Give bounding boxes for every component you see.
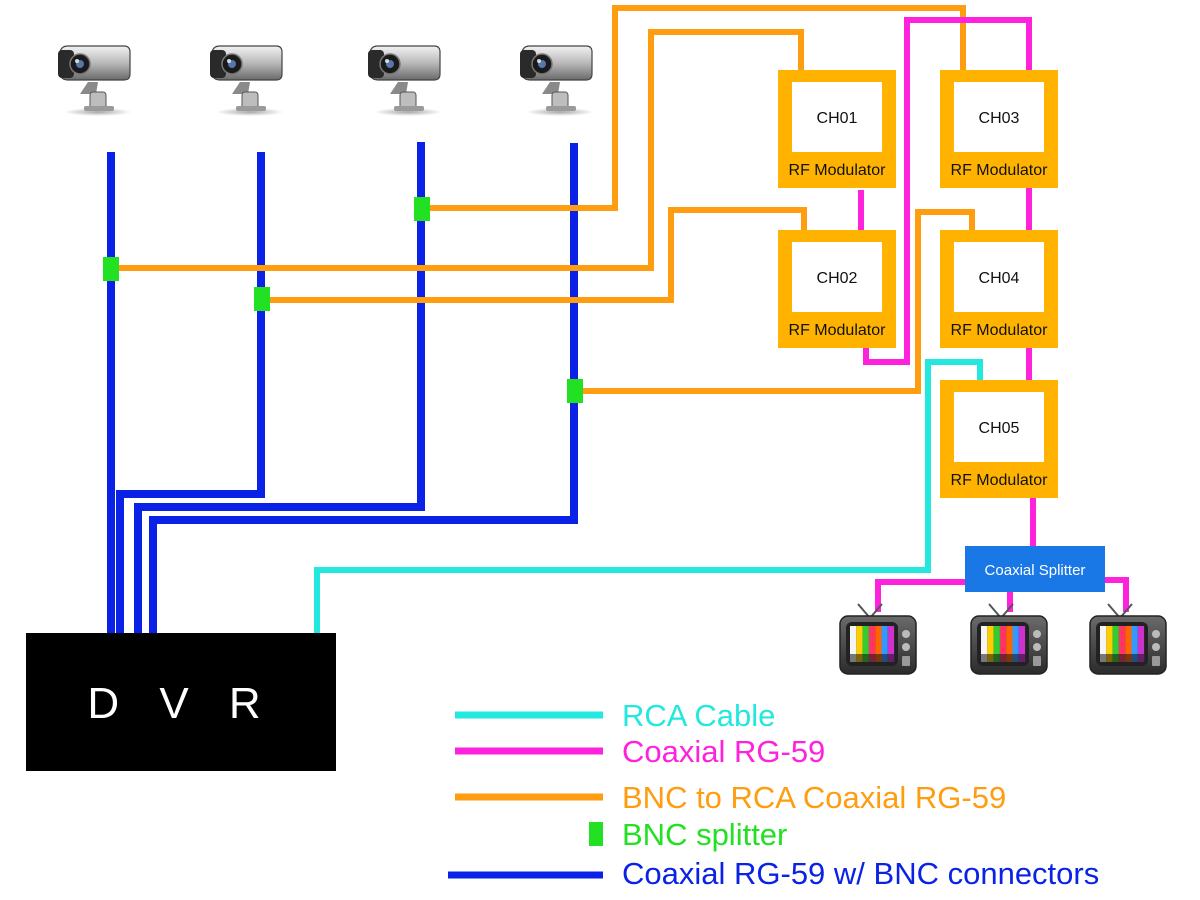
legend-bnc-rca-label: BNC to RCA Coaxial RG-59 bbox=[622, 780, 1006, 815]
rca-cable bbox=[314, 359, 983, 633]
coaxial-splitter: Coaxial Splitter bbox=[965, 546, 1105, 592]
camera-2-cable bbox=[116, 152, 265, 635]
television-1-icon bbox=[839, 603, 917, 675]
legend-bnc-splitter-label: BNC splitter bbox=[622, 817, 787, 852]
splitter-tv3-link bbox=[1102, 577, 1129, 612]
rf-modulator-ch01: CH01 RF Modulator bbox=[778, 70, 896, 188]
modulator-label: RF Modulator bbox=[789, 162, 887, 179]
rf-modulator-ch03: CH03 RF Modulator bbox=[940, 70, 1058, 188]
bnc-splitter-3 bbox=[414, 197, 430, 221]
bnc-splitter-2 bbox=[254, 287, 270, 311]
coax-rg59-cables bbox=[858, 17, 1129, 612]
legend-bnc-splitter-swatch bbox=[589, 822, 603, 846]
rf-modulator-ch04: CH04 RF Modulator bbox=[940, 230, 1058, 348]
coaxial-splitter-label: Coaxial Splitter bbox=[985, 562, 1086, 579]
channel-label: CH04 bbox=[979, 270, 1020, 287]
camera-4-icon bbox=[519, 45, 595, 117]
ch04-feed bbox=[574, 209, 975, 394]
bnc-splitter-1 bbox=[103, 257, 119, 281]
channel-label: CH02 bbox=[817, 270, 858, 287]
rf-modulator-ch05: CH05 RF Modulator bbox=[940, 380, 1058, 498]
bnc-splitter-4 bbox=[567, 379, 583, 403]
bnc-to-rca-cables bbox=[111, 5, 975, 394]
legend-coax-label: Coaxial RG-59 bbox=[622, 734, 825, 769]
ch01-feed bbox=[111, 29, 804, 271]
coax-bnc-cables bbox=[107, 142, 578, 635]
camera-2-icon bbox=[209, 45, 285, 117]
legend: RCA Cable Coaxial RG-59 BNC to RCA Coaxi… bbox=[448, 698, 1099, 891]
dvr-unit: D V R bbox=[26, 633, 336, 771]
bnc-splitters bbox=[103, 197, 583, 403]
splitter-tv1-link bbox=[875, 579, 966, 612]
modulator-label: RF Modulator bbox=[789, 322, 887, 339]
camera-1-icon bbox=[57, 45, 133, 117]
television-2-icon bbox=[970, 603, 1048, 675]
modulator-label: RF Modulator bbox=[951, 162, 1049, 179]
channel-label: CH03 bbox=[979, 110, 1020, 127]
modulator-label: RF Modulator bbox=[951, 472, 1049, 489]
camera-3-icon bbox=[367, 45, 443, 117]
legend-rca-label: RCA Cable bbox=[622, 698, 775, 733]
modulator-label: RF Modulator bbox=[951, 322, 1049, 339]
ch02-ch03-link bbox=[863, 17, 1032, 365]
legend-coax-bnc-label: Coaxial RG-59 w/ BNC connectors bbox=[622, 856, 1099, 891]
rf-modulator-ch02: CH02 RF Modulator bbox=[778, 230, 896, 348]
channel-label: CH01 bbox=[817, 110, 858, 127]
ch03-feed bbox=[421, 5, 966, 211]
camera-3-cable bbox=[134, 142, 425, 635]
camera-4-cable bbox=[149, 143, 578, 635]
dvr-label: D V R bbox=[87, 679, 274, 728]
channel-label: CH05 bbox=[979, 420, 1020, 437]
ch02-feed bbox=[261, 207, 807, 303]
television-3-icon bbox=[1089, 603, 1167, 675]
